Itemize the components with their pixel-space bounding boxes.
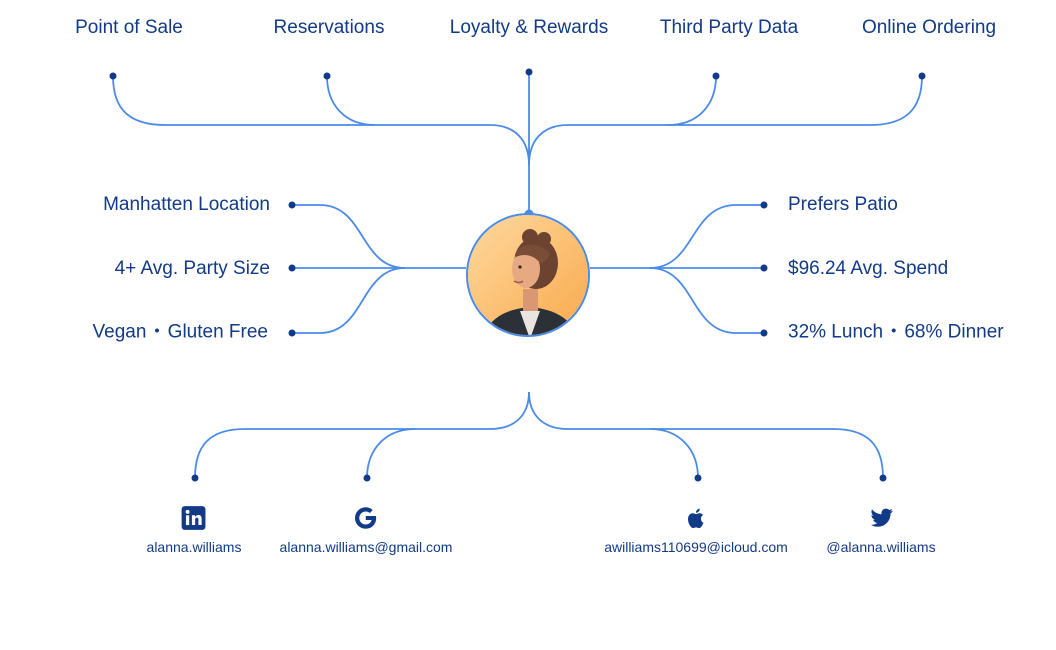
social-apple[interactable]: awilliams110699@icloud.com <box>604 505 788 555</box>
trait-avg-spend: $96.24 Avg. Spend <box>788 258 949 279</box>
apple-handle: awilliams110699@icloud.com <box>604 539 788 555</box>
dot-loyalty <box>525 68 533 76</box>
trait-patio: Prefers Patio <box>788 194 898 215</box>
connector-online-ordering <box>528 75 923 166</box>
twitter-handle: @alanna.williams <box>826 539 936 555</box>
social-twitter[interactable]: @alanna.williams <box>826 505 936 555</box>
trait-location: Manhatten Location <box>103 194 270 215</box>
linkedin-icon <box>182 506 206 530</box>
trait-meals-dinner: 68% Dinner <box>904 321 1004 343</box>
google-handle: alanna.williams@gmail.com <box>279 539 453 555</box>
dot-google <box>363 474 371 482</box>
apple-icon <box>687 508 704 529</box>
dot-spend <box>760 264 768 272</box>
linkedin-handle: alanna.williams <box>146 539 242 555</box>
dot-online-ordering <box>918 72 926 80</box>
connector-third-party <box>667 75 717 126</box>
social-linkedin[interactable]: alanna.williams <box>146 505 242 555</box>
connector-patio <box>649 204 764 269</box>
connector-location <box>292 204 406 269</box>
social-google[interactable]: alanna.williams@gmail.com <box>279 505 453 555</box>
dot-diet <box>288 329 296 337</box>
dot-location <box>288 201 296 209</box>
dot-linkedin <box>191 474 199 482</box>
trait-diet-gluten-free: Gluten Free <box>167 321 268 343</box>
connector-linkedin <box>194 391 530 479</box>
dot-apple <box>694 474 702 482</box>
google-icon <box>355 507 377 529</box>
trait-party-size: 4+ Avg. Party Size <box>114 258 270 279</box>
trait-meals-lunch: 32% Lunch <box>788 321 884 343</box>
source-reservations: Reservations <box>273 17 385 38</box>
source-loyalty-rewards: Loyalty & Rewards <box>449 17 609 38</box>
dot-meals <box>760 329 768 337</box>
connector-diet <box>292 267 406 334</box>
trait-diet: Vegan • Gluten Free <box>93 322 269 345</box>
connector-twitter <box>528 391 884 479</box>
source-online-ordering: Online Ordering <box>861 17 997 38</box>
connector-reservations <box>326 75 376 126</box>
dot-party-size <box>288 264 296 272</box>
connector-point-of-sale <box>112 75 530 166</box>
dot-twitter <box>879 474 887 482</box>
avatar-portrait <box>468 215 588 335</box>
twitter-icon <box>870 508 893 527</box>
separator-dot: • <box>154 322 160 340</box>
separator-dot: • <box>891 322 897 340</box>
source-point-of-sale: Point of Sale <box>75 17 183 38</box>
dot-third-party <box>712 72 720 80</box>
trait-meals: 32% Lunch • 68% Dinner <box>788 322 1004 345</box>
connector-google <box>366 428 416 479</box>
dot-patio <box>760 201 768 209</box>
dot-point-of-sale <box>109 72 117 80</box>
trait-diet-vegan: Vegan <box>92 321 147 343</box>
dot-reservations <box>323 72 331 80</box>
connector-apple <box>649 428 699 479</box>
connector-meals <box>649 267 764 334</box>
avatar <box>466 213 590 337</box>
source-third-party-data: Third Party Data <box>659 17 799 38</box>
